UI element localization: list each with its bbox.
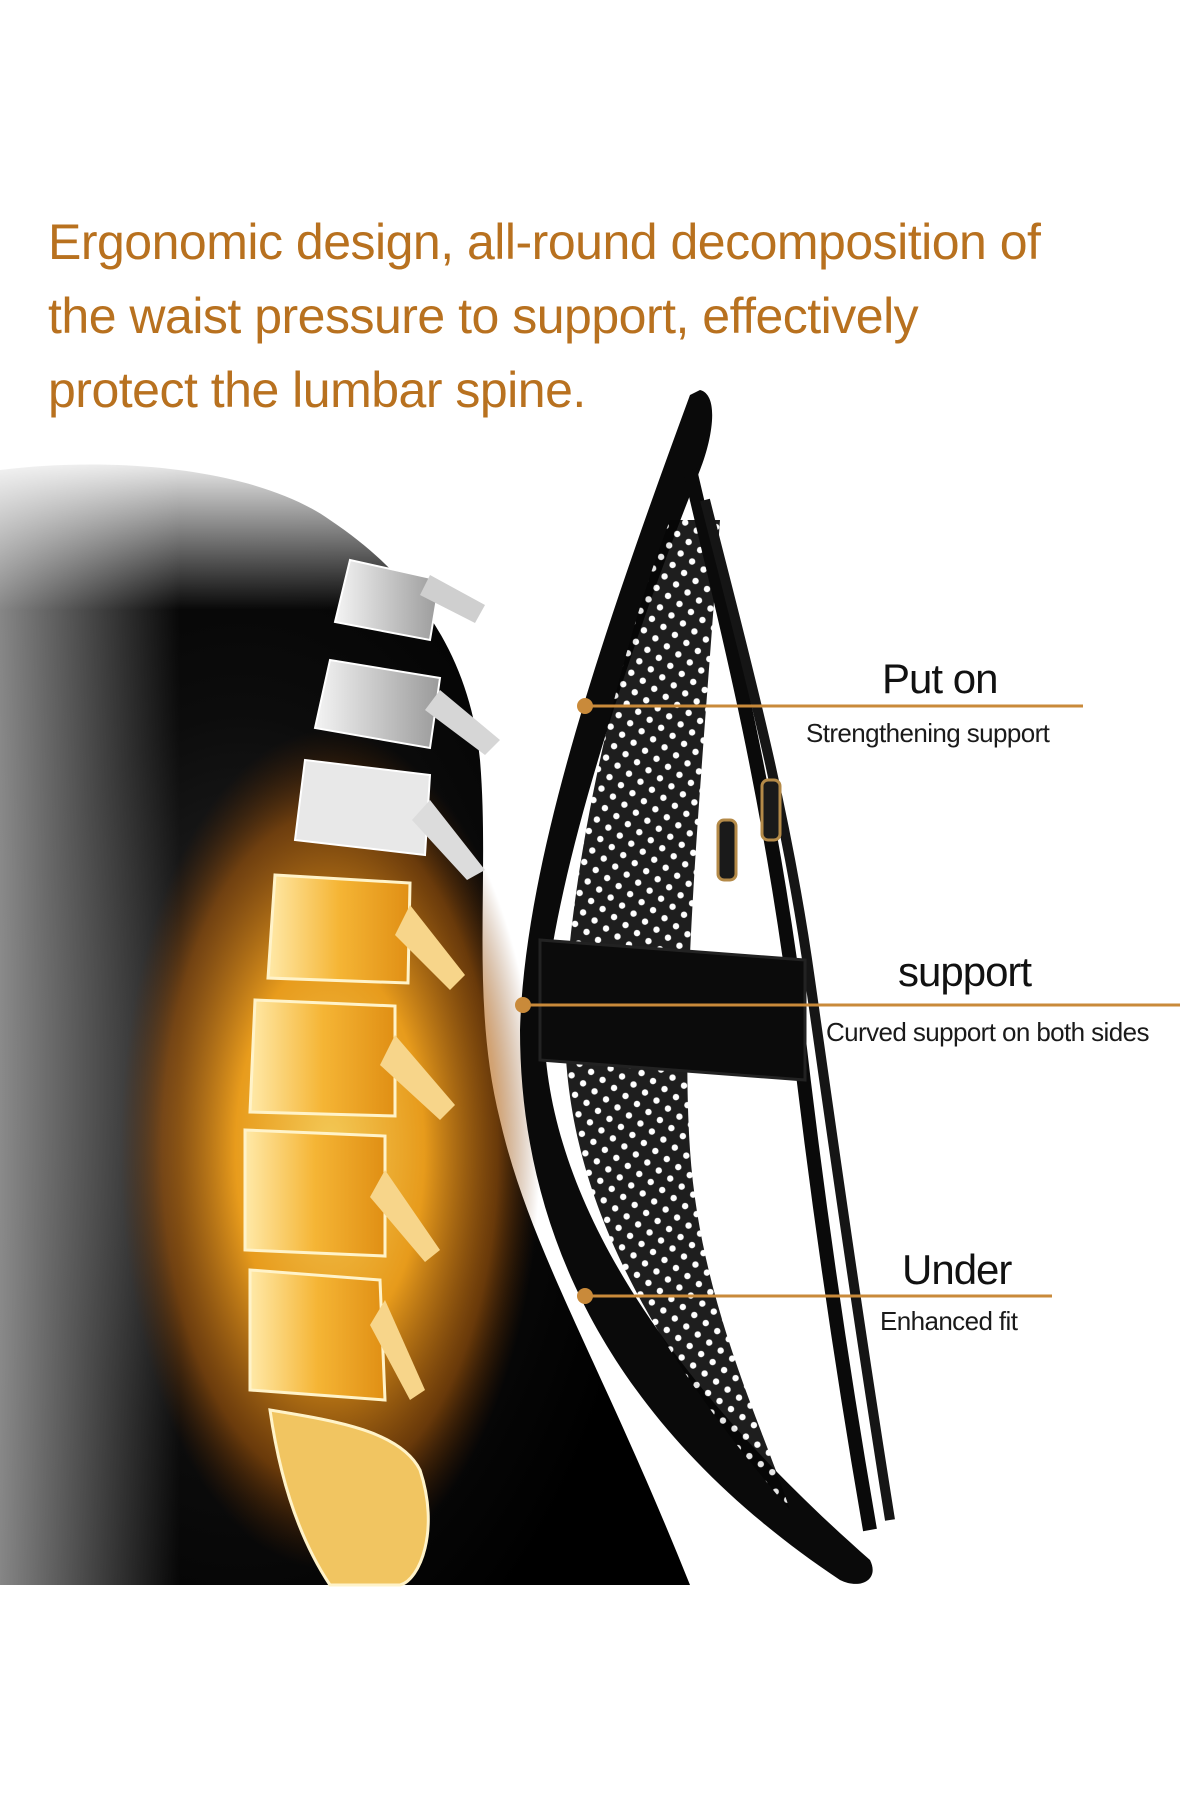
callout-subtitle-put-on: Strengthening support xyxy=(806,718,1050,748)
lumbar-support-frame xyxy=(520,390,895,1584)
callout-title-under: Under xyxy=(902,1246,1012,1293)
leader-dot-support xyxy=(515,997,531,1013)
callout-subtitle-under: Enhanced fit xyxy=(880,1306,1018,1336)
callout-subtitle-support: Curved support on both sides xyxy=(826,1017,1149,1047)
headline-line-1: Ergonomic design, all-round decompositio… xyxy=(48,214,1041,270)
headline-line-2: the waist pressure to support, effective… xyxy=(48,288,919,344)
leader-dot-put-on xyxy=(577,698,593,714)
spine-illustration xyxy=(243,558,500,1587)
callout-leaders xyxy=(523,704,1180,1298)
callout-title-support: support xyxy=(898,948,1032,995)
callout-title-put-on: Put on xyxy=(882,655,998,702)
headline: Ergonomic design, all-round decompositio… xyxy=(48,205,1128,427)
headline-line-3: protect the lumbar spine. xyxy=(48,362,586,418)
leader-dot-under xyxy=(577,1288,593,1304)
